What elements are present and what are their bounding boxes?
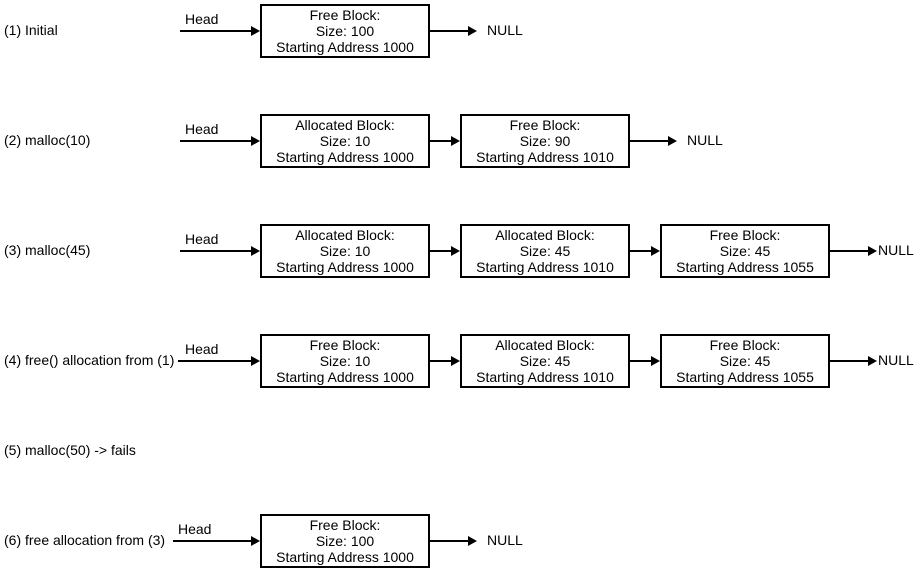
block-size: Size: 45 (719, 243, 771, 259)
null-arrow (830, 246, 877, 256)
null-arrow (430, 26, 477, 36)
block-title: Free Block: (709, 227, 781, 243)
block-title: Allocated Block: (295, 227, 395, 243)
block-size: Size: 90 (519, 133, 571, 149)
head-pointer-label: Head (185, 231, 219, 247)
head-arrow (173, 536, 260, 546)
block-title: Free Block: (509, 117, 581, 133)
block-size: Size: 100 (315, 23, 375, 39)
row-label: (2) malloc(10) (4, 132, 91, 148)
block-address: Starting Address 1055 (676, 369, 814, 385)
next-pointer-arrow (430, 136, 460, 146)
block-size: Size: 45 (519, 243, 571, 259)
block-address: Starting Address 1010 (476, 259, 614, 275)
null-terminator-label: NULL (878, 242, 914, 258)
head-pointer-label: Head (185, 121, 219, 137)
block-title: Free Block: (309, 7, 381, 23)
next-pointer-arrow (630, 246, 660, 256)
head-arrow (180, 246, 260, 256)
block-address: Starting Address 1055 (676, 259, 814, 275)
memory-block: Allocated Block: Size: 10 Starting Addre… (260, 224, 430, 278)
memory-block: Allocated Block: Size: 45 Starting Addre… (460, 224, 630, 278)
null-terminator-label: NULL (878, 352, 914, 368)
memory-block: Free Block: Size: 45 Starting Address 10… (660, 334, 830, 388)
null-terminator-label: NULL (687, 132, 723, 148)
block-size: Size: 10 (319, 243, 371, 259)
null-arrow (830, 356, 877, 366)
memory-block: Free Block: Size: 100 Starting Address 1… (260, 514, 430, 568)
block-address: Starting Address 1000 (276, 39, 414, 55)
block-size: Size: 10 (319, 133, 371, 149)
memory-block: Free Block: Size: 100 Starting Address 1… (260, 4, 430, 58)
block-address: Starting Address 1000 (276, 369, 414, 385)
head-arrow (178, 356, 260, 366)
block-size: Size: 100 (315, 533, 375, 549)
block-title: Allocated Block: (495, 227, 595, 243)
block-title: Allocated Block: (495, 337, 595, 353)
null-arrow (430, 536, 477, 546)
row-label: (6) free allocation from (3) (4, 532, 166, 548)
row-label: (1) Initial (4, 22, 58, 38)
memory-block: Free Block: Size: 10 Starting Address 10… (260, 334, 430, 388)
block-address: Starting Address 1000 (276, 149, 414, 165)
head-pointer-label: Head (185, 341, 219, 357)
row-label: (3) malloc(45) (4, 242, 91, 258)
null-terminator-label: NULL (487, 532, 523, 548)
next-pointer-arrow (430, 246, 460, 256)
head-arrow (180, 26, 260, 36)
block-title: Free Block: (309, 517, 381, 533)
block-title: Free Block: (709, 337, 781, 353)
block-address: Starting Address 1010 (476, 369, 614, 385)
memory-block: Allocated Block: Size: 10 Starting Addre… (260, 114, 430, 168)
block-size: Size: 45 (519, 353, 571, 369)
next-pointer-arrow (630, 356, 660, 366)
block-title: Free Block: (309, 337, 381, 353)
block-address: Starting Address 1000 (276, 549, 414, 565)
memory-block: Free Block: Size: 45 Starting Address 10… (660, 224, 830, 278)
memory-block: Free Block: Size: 90 Starting Address 10… (460, 114, 630, 168)
null-arrow (630, 136, 677, 146)
next-pointer-arrow (430, 356, 460, 366)
row-label: (5) malloc(50) -> fails (4, 442, 136, 458)
block-size: Size: 45 (719, 353, 771, 369)
block-title: Allocated Block: (295, 117, 395, 133)
row-label: (4) free() allocation from (1) (4, 352, 175, 368)
block-address: Starting Address 1010 (476, 149, 614, 165)
block-size: Size: 10 (319, 353, 371, 369)
block-address: Starting Address 1000 (276, 259, 414, 275)
head-pointer-label: Head (185, 11, 219, 27)
head-arrow (180, 136, 260, 146)
memory-block: Allocated Block: Size: 45 Starting Addre… (460, 334, 630, 388)
null-terminator-label: NULL (487, 22, 523, 38)
head-pointer-label: Head (178, 521, 212, 537)
